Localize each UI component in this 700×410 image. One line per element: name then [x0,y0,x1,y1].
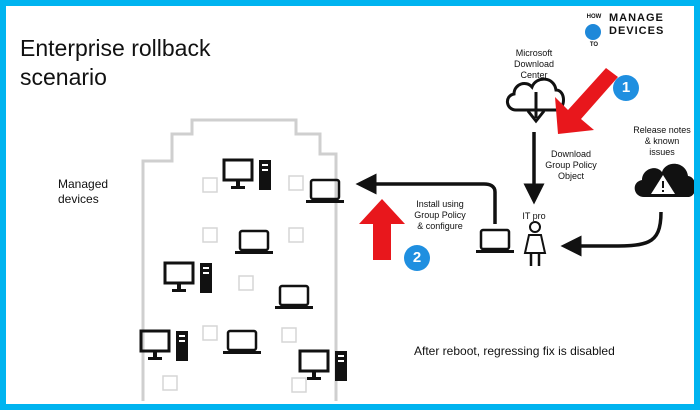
diagram-canvas [139,68,694,401]
it-pro-person-icon [523,221,547,266]
title-line-2: scenario [20,64,107,90]
logo-devices-text: DEVICES [609,25,665,37]
install-arrow [355,173,497,224]
step-badge-1: 1 [613,75,639,101]
slide: Enterprise rollback scenario Managed dev… [6,6,694,404]
desktop-icon [139,329,188,361]
managed-devices-label: Managed devices [58,177,138,207]
release-notes-label: Release notes & known issues [630,125,694,158]
footer-note: After reboot, regressing fix is disabled [414,344,615,358]
cloud-alert-icon [634,163,694,197]
page-title: Enterprise rollback scenario [20,34,210,92]
microsoft-line-1: Microsoft [515,48,553,58]
microsoft-line-2: Download [513,59,555,69]
it-pro-laptop-icon [476,228,514,253]
install-line-3: & configure [417,221,463,231]
logo-how-text: HOW [586,14,602,20]
building-windows [162,175,307,393]
install-line-2: Group Policy [414,210,466,220]
step-badge-2: 2 [404,245,430,271]
it-pro-label: IT pro [522,211,546,221]
desktop-icon [222,158,271,190]
install-line-1: Install using [416,199,464,209]
managed-line-2: devices [58,192,99,206]
laptop-icon [235,229,273,254]
laptop-icon [306,178,344,203]
release-line-3: issues [649,147,675,157]
callout-arrow-1 [555,68,618,134]
laptop-icon [275,284,313,309]
callout-arrow-2 [359,199,405,260]
building-outline [141,118,338,401]
logo-to-text: TO [589,42,599,48]
release-line-1: Release notes [633,125,691,135]
download-line-1: Download [550,149,592,159]
download-line-2: Group Policy [545,160,597,170]
managed-line-1: Managed [58,177,109,191]
download-line-3: Object [557,171,584,181]
release-line-2: & known [644,136,680,146]
logo-circle-icon [585,24,601,40]
brand-logo: HOW TO MANAGE DEVICES [583,12,691,48]
release-notes-arrow [560,211,663,257]
microsoft-line-3: Center [520,70,548,80]
download-gpo-label: Download Group Policy Object [538,149,604,182]
desktop-icon [298,349,347,381]
title-line-1: Enterprise rollback [20,35,211,61]
cloud-download-icon [506,77,565,124]
laptop-icon [223,329,261,354]
microsoft-download-center-label: Microsoft Download Center [502,48,566,81]
desktop-icon [163,261,212,293]
install-label: Install using Group Policy & configure [410,199,470,232]
logo-manage-text: MANAGE [609,12,664,24]
